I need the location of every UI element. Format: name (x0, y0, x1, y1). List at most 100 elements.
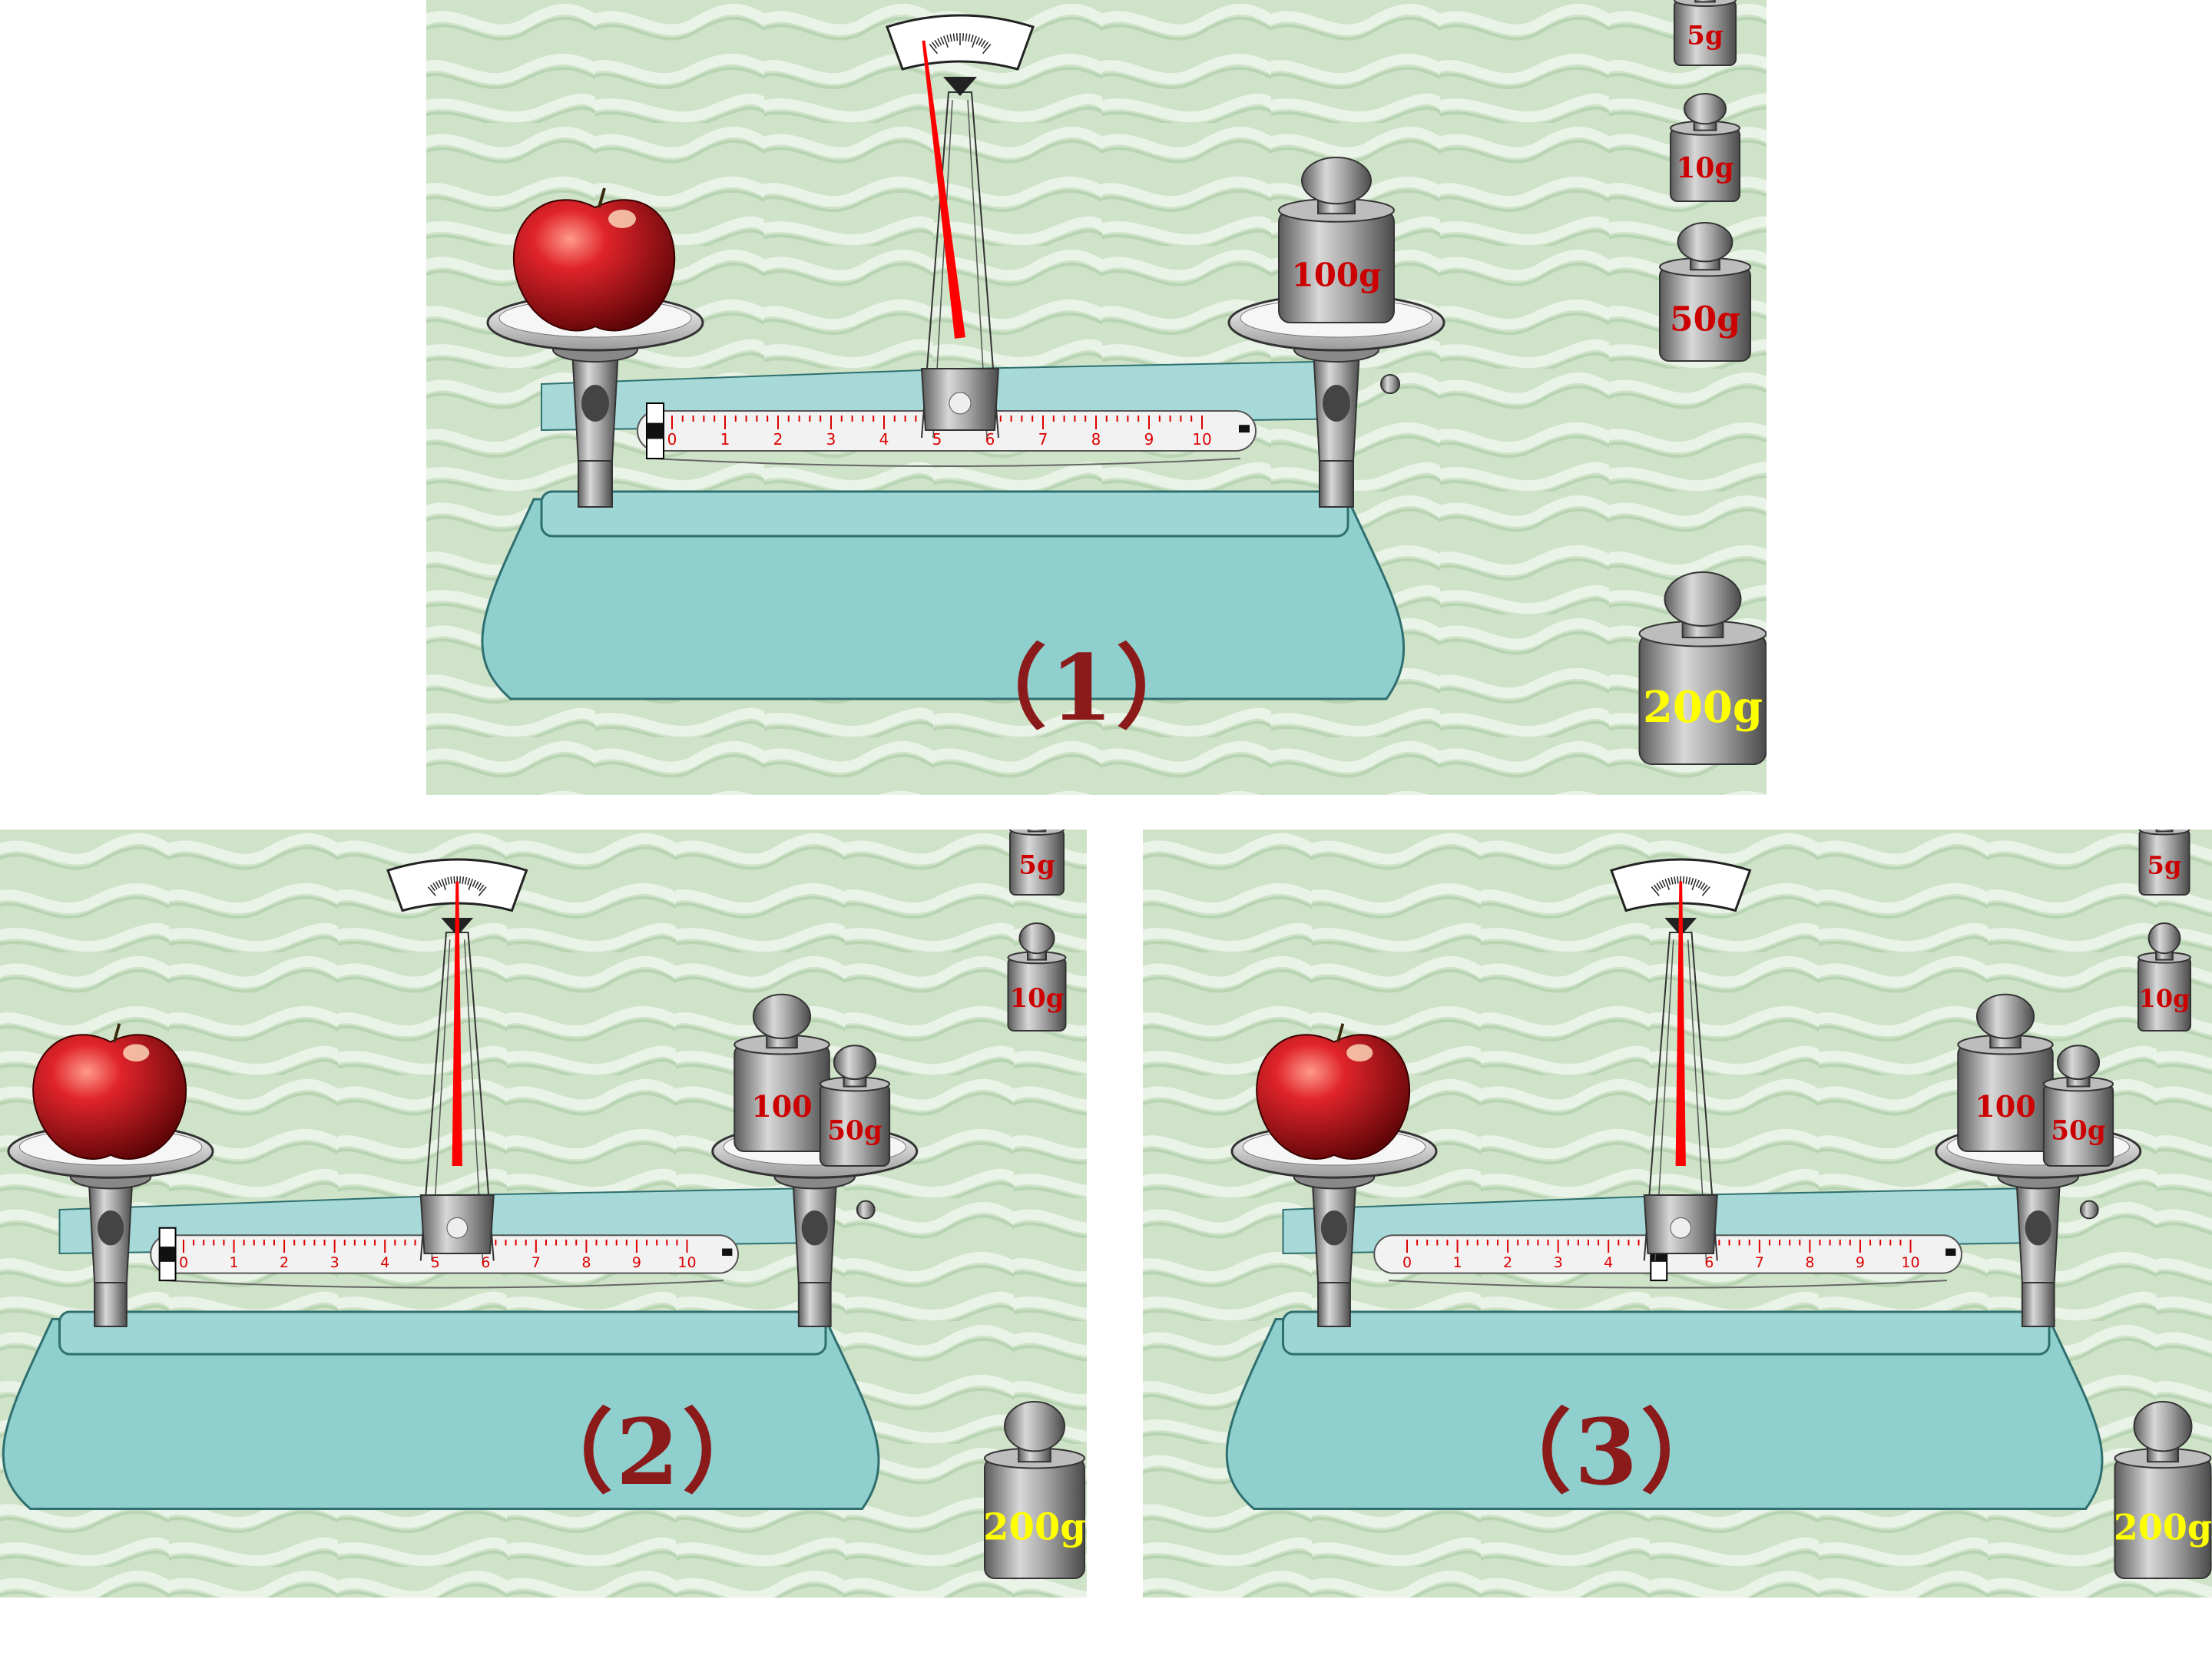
ruler-tick-label: 6 (985, 430, 995, 449)
dial-tick (447, 876, 450, 885)
apple-icon (1256, 1023, 1410, 1160)
ruler-tick-label: 3 (1554, 1254, 1563, 1271)
weight-label: 10g (2139, 984, 2190, 1013)
base-top-plate (58, 1310, 827, 1356)
ruler-tick-label: 6 (481, 1254, 490, 1271)
dial-tick (478, 886, 487, 896)
right-post-foot (797, 1282, 832, 1327)
balance-base (2, 1318, 880, 1510)
dial-tick (934, 40, 940, 48)
weight-label: 5g (2147, 851, 2182, 880)
dial-tick (940, 37, 945, 45)
dial-tick (1690, 877, 1694, 886)
ruler-shadow (1389, 1280, 1948, 1289)
ruler-tick-label: 9 (632, 1254, 641, 1271)
spare-weight-50g: 50g (1659, 222, 1751, 363)
ruler-tick-label: 0 (1402, 1254, 1412, 1271)
ruler-tick-label: 6 (1704, 1254, 1714, 1271)
dial-tick (444, 877, 448, 886)
dial-tick (453, 876, 455, 884)
ruler-tick-label: 10 (1901, 1254, 1919, 1271)
ruler-tick-label: 8 (1805, 1254, 1814, 1271)
pointer-needle (452, 881, 462, 1166)
dial-tick (427, 886, 436, 896)
ruler-tick-label: 8 (581, 1254, 591, 1271)
dial-tick (965, 33, 968, 41)
dial-tick (1691, 879, 1697, 890)
right-post-foot (1319, 460, 1354, 508)
left-post-foot (1317, 1282, 1351, 1327)
pointer-needle (1675, 881, 1686, 1166)
spare-weight-10g: 10g (2137, 922, 2191, 1031)
dial-tick (1701, 886, 1710, 896)
spare-weight-200g: 200g (983, 1401, 1086, 1579)
dial-tick (1674, 876, 1677, 884)
adjust-screw (856, 1200, 876, 1220)
dial-tick (1695, 879, 1700, 887)
balance-base (481, 498, 1406, 700)
weight-label: 200g (1643, 682, 1763, 733)
dial-tick (438, 879, 442, 887)
dial-tick (441, 879, 447, 890)
spare-weight-200g: 200g (1638, 571, 1767, 765)
ruler-tick-label: 9 (1856, 1254, 1865, 1271)
left-post-foot (94, 1282, 127, 1327)
pan-weight-100: 100 (1957, 993, 2054, 1152)
dial-tick (975, 37, 980, 45)
dial-tick (432, 882, 438, 890)
left-post-joint (97, 1210, 124, 1246)
weight-label: 100 (751, 1089, 812, 1124)
spare-weight-5g: 5g (1674, 0, 1737, 66)
ruler-tick-label: 1 (1453, 1254, 1462, 1271)
dial-tick (968, 34, 971, 42)
ruler-tick-label: 2 (1503, 1254, 1512, 1271)
dial-tick (462, 876, 465, 884)
ruler-tick-label: 5 (431, 1254, 440, 1271)
dial-tick (1667, 877, 1671, 886)
adjust-screw (2079, 1200, 2099, 1220)
dial-tick (474, 881, 479, 889)
dial-tick (949, 34, 952, 42)
spare-weight-200g: 200g (2114, 1401, 2212, 1579)
dial-tick (1702, 884, 1708, 892)
dial-tick (1697, 881, 1703, 889)
ruler-tick-label: 9 (1144, 430, 1154, 449)
weight-label: 50g (827, 1116, 882, 1147)
dial-tick (980, 40, 986, 48)
pointer-needle (922, 40, 965, 339)
dial-tick (982, 41, 989, 49)
panel-label-2: （2） (522, 1399, 777, 1505)
dial-tick (478, 884, 485, 892)
left-post-foot (578, 460, 613, 508)
fulcrum-center (446, 1217, 469, 1239)
weight-label: 50g (1670, 300, 1740, 339)
pan-weight-50g: 50g (2042, 1045, 2114, 1167)
dial-tick (1685, 876, 1688, 884)
dial-tick (476, 882, 482, 890)
dial-tick (1661, 879, 1666, 887)
dial-tick (472, 879, 476, 887)
ruler-tick-label: 10 (677, 1254, 696, 1271)
ruler-tick-label: 3 (330, 1254, 339, 1271)
weight-label: 100 (1975, 1089, 2035, 1124)
ruler-end-mark (1945, 1248, 1956, 1257)
dial-tick (943, 35, 949, 48)
dial-tick (450, 876, 453, 884)
dial-tick (430, 884, 435, 892)
right-post-joint (1323, 385, 1350, 422)
ruler-tick-label: 3 (826, 430, 836, 449)
pan-weight-100: 100 (733, 993, 830, 1152)
spare-weight-10g: 10g (1670, 93, 1740, 202)
ruler-tick-label: 7 (1038, 430, 1048, 449)
balance-base (1225, 1318, 2104, 1510)
dial-tick (1651, 886, 1660, 896)
base-top-plate (1282, 1310, 2051, 1356)
dial-tick (962, 33, 965, 41)
weight-label: 200g (983, 1505, 1086, 1548)
ruler-tick-label: 8 (1091, 430, 1101, 449)
